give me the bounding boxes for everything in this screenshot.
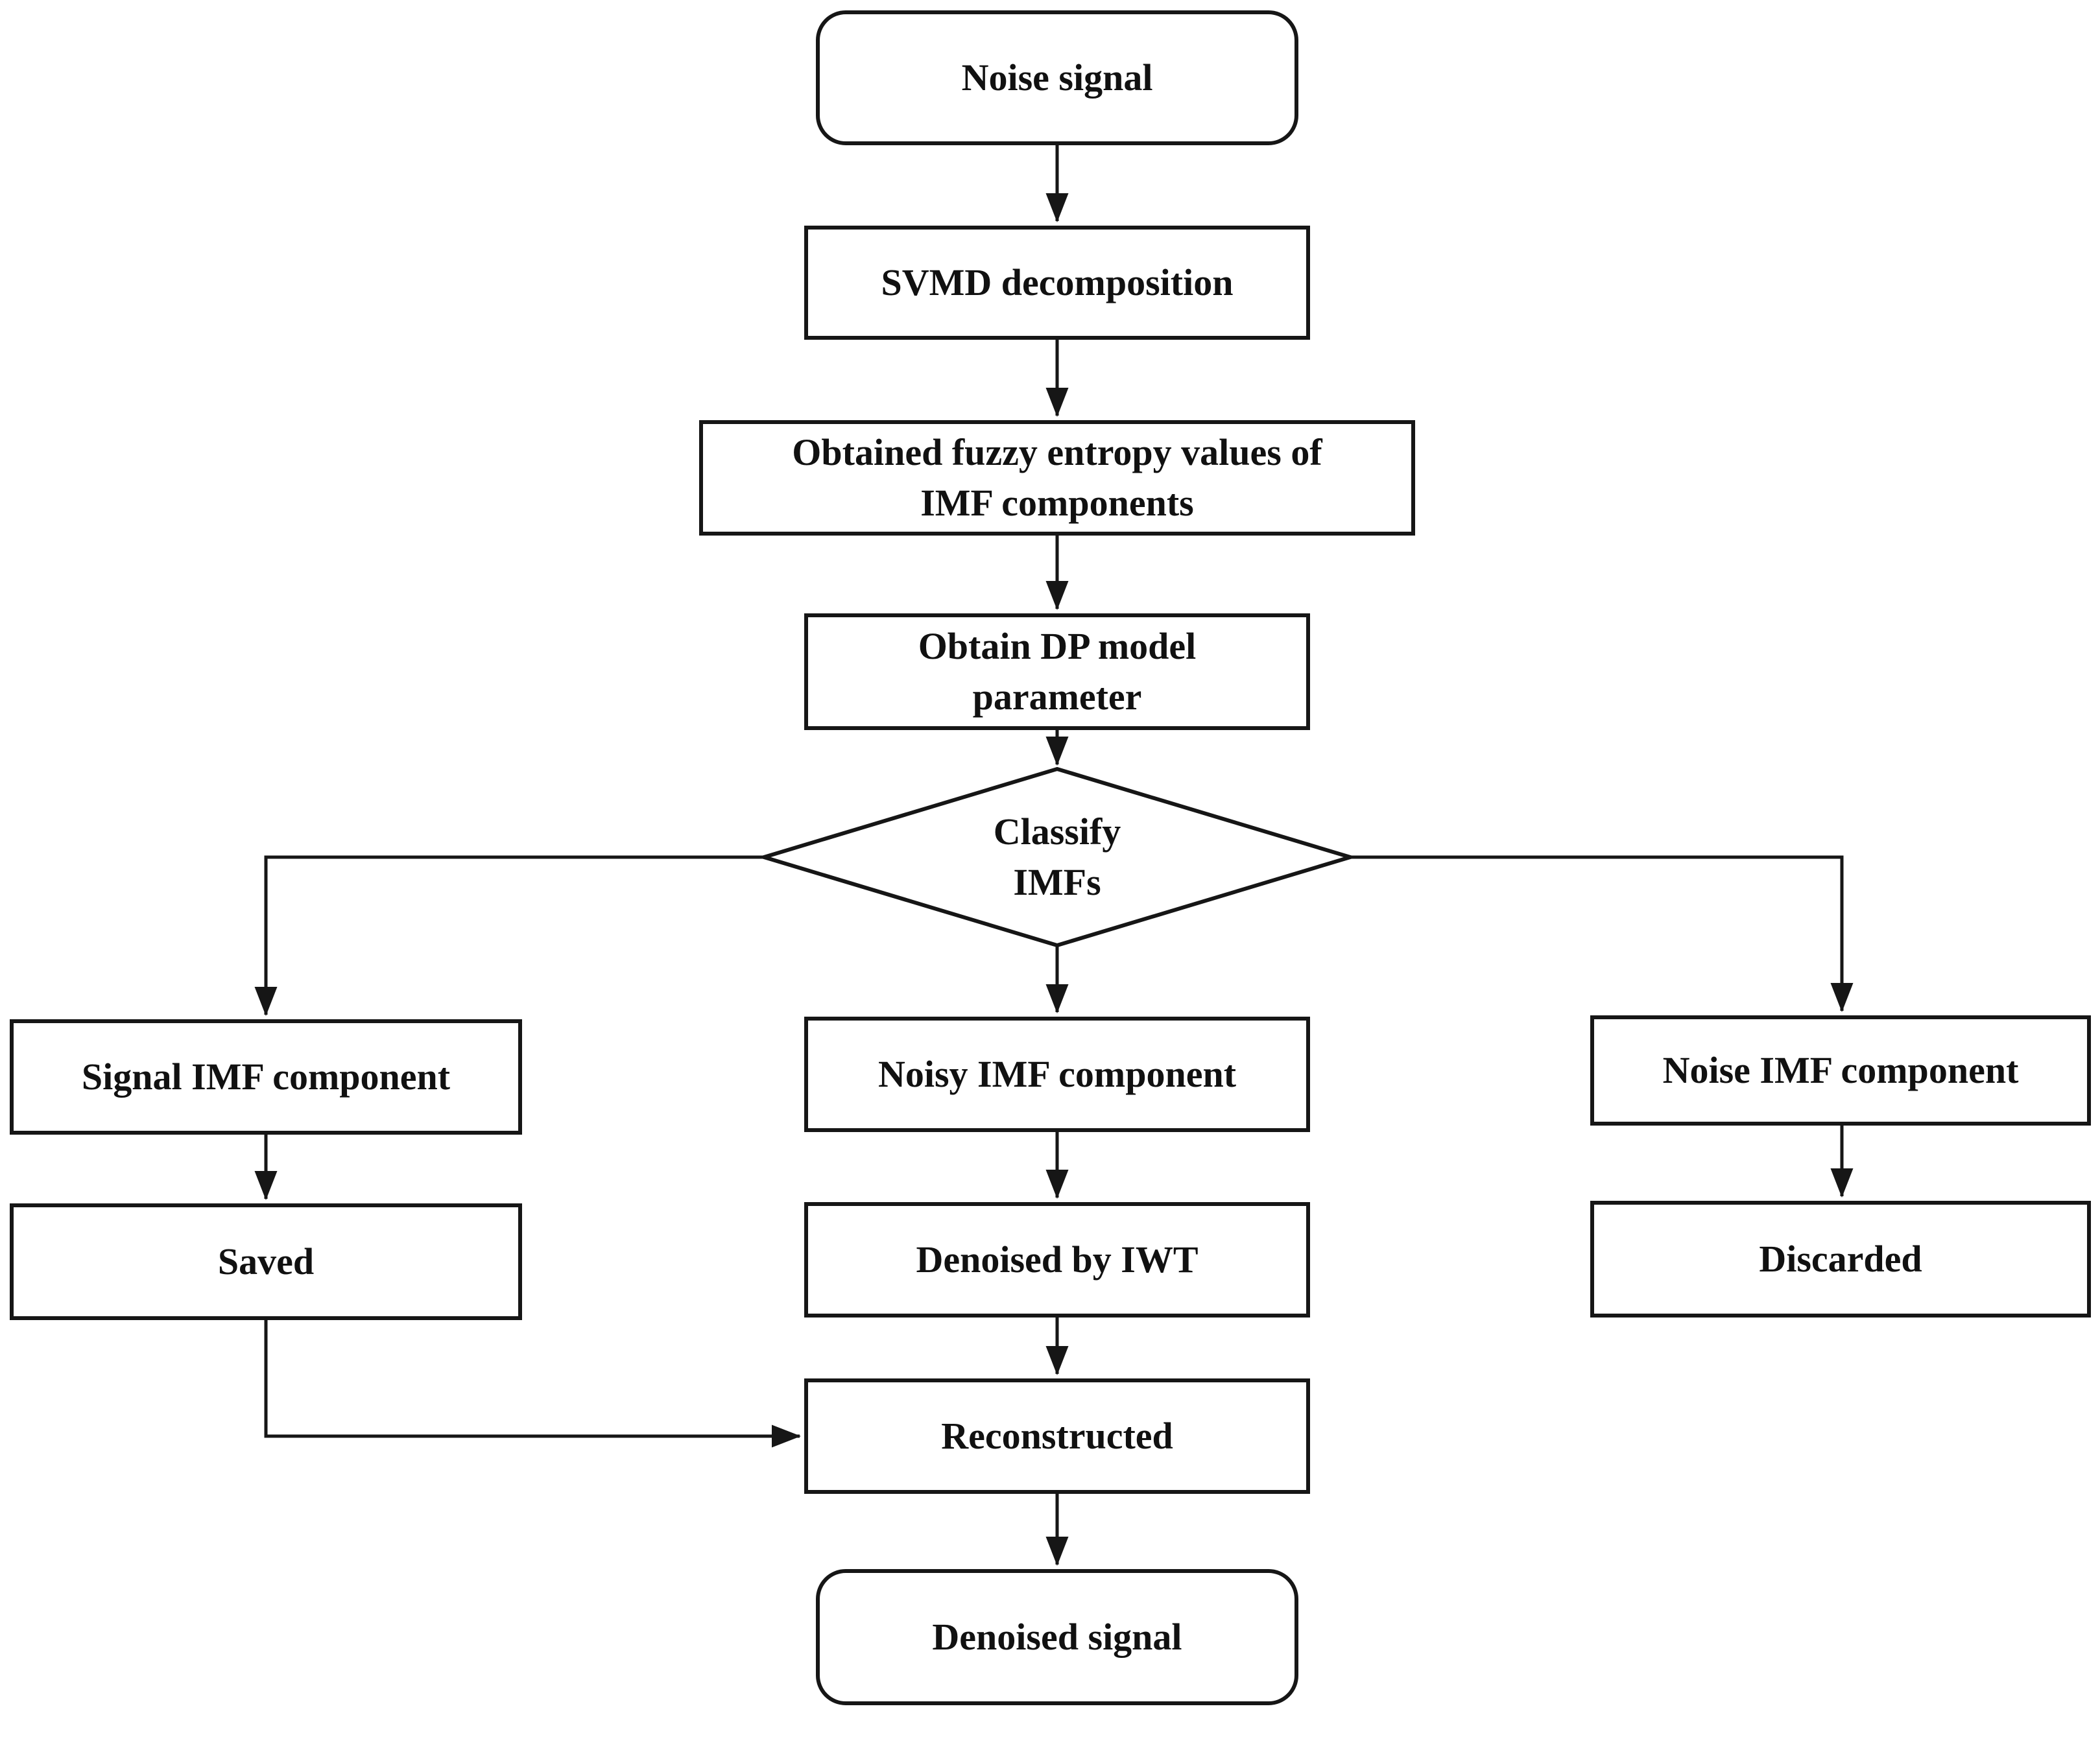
arrow-classify-to-noiseimf	[1350, 855, 1854, 1012]
node-fuzzy-entropy: Obtained fuzzy entropy values of IMF com…	[699, 420, 1415, 536]
node-noise-imf-component: Noise IMF component	[1590, 1015, 2091, 1126]
node-signal-imf-component: Signal IMF component	[10, 1019, 522, 1135]
node-dp-model-parameter: Obtain DP model parameter	[804, 613, 1310, 730]
node-discarded: Discarded	[1590, 1201, 2091, 1318]
node-denoised-signal: Denoised signal	[816, 1569, 1298, 1705]
node-noise-signal: Noise signal	[816, 10, 1298, 145]
node-svmd-decomposition: SVMD decomposition	[804, 226, 1310, 340]
node-noisy-imf-component: Noisy IMF component	[804, 1017, 1310, 1132]
arrow-saved-to-reconstructed	[264, 1320, 801, 1448]
node-saved: Saved	[10, 1203, 522, 1320]
node-classify-imfs: Classify IMFs	[993, 810, 1121, 903]
arrow-classify-to-signal	[254, 855, 764, 1016]
node-denoised-by-iwt: Denoised by IWT	[804, 1202, 1310, 1318]
node-reconstructed: Reconstructed	[804, 1378, 1310, 1494]
